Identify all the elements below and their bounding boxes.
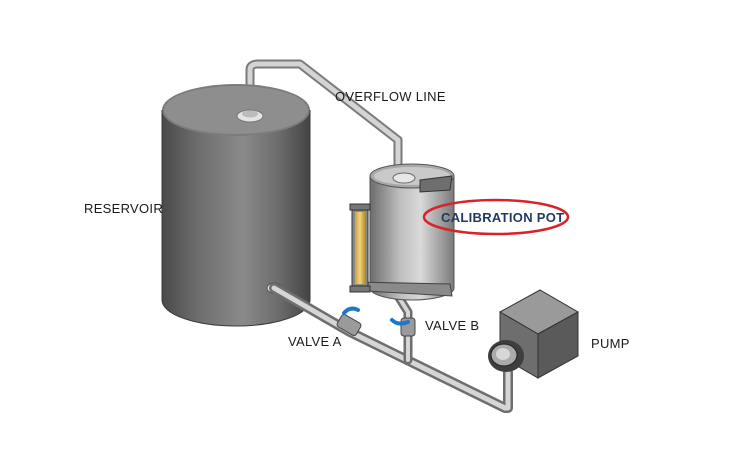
calibration-pot: [349, 163, 455, 301]
overflow-line-pipe: [245, 59, 403, 177]
valve-b: [390, 317, 416, 337]
pump-label: PUMP: [591, 336, 630, 351]
reservoir-top-port: [236, 109, 264, 123]
pot-top-fitting: [392, 172, 416, 184]
pot-top-bracket: [419, 175, 453, 193]
reservoir-label: RESERVOIR: [84, 201, 164, 216]
calibration-pot-highlight: [422, 198, 570, 236]
pump: [488, 289, 580, 379]
valve-b-handle: [390, 318, 410, 326]
pump-inlet: [488, 340, 524, 372]
main-pipe: [269, 283, 513, 413]
pot-drain-pipe: [393, 291, 413, 365]
overflow-line-label: OVERFLOW LINE: [335, 89, 446, 104]
reservoir-tank: [161, 84, 311, 327]
valve-b-label: VALVE B: [425, 318, 480, 333]
valve-a-label: VALVE A: [288, 334, 342, 349]
sight-glass: [349, 203, 371, 293]
valve-a: [336, 306, 362, 336]
valve-a-handle: [342, 306, 360, 315]
calibration-pot-label: CALIBRATION POT: [441, 210, 565, 225]
